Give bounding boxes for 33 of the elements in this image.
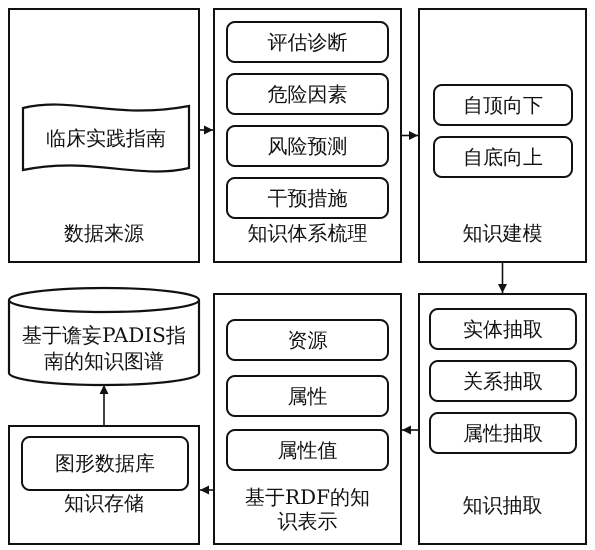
- panel: [213, 293, 402, 545]
- rounded-box: 危险因素: [226, 73, 389, 115]
- arrow: [402, 131, 418, 140]
- rounded-box: 干预措施: [226, 177, 389, 219]
- rounded-box: 属性抽取: [429, 412, 577, 454]
- rounded-box: 自底向上: [433, 136, 573, 178]
- arrow: [200, 126, 213, 134]
- rounded-box: 属性值: [226, 429, 389, 471]
- arrow: [498, 263, 507, 293]
- database-cylinder: 基于谵妄PADIS指南的知识图谱: [8, 288, 200, 385]
- panel: [8, 425, 200, 545]
- rounded-box: 关系抽取: [429, 360, 577, 402]
- panel: [213, 8, 402, 263]
- rounded-box: 风险预测: [226, 125, 389, 167]
- panel-label: 基于RDF的知识表示: [245, 485, 370, 533]
- rounded-box: 属性: [226, 375, 389, 417]
- panel-label: 知识存储: [63, 491, 145, 515]
- rounded-box: 资源: [226, 319, 389, 361]
- panel-label: 数据来源: [63, 221, 145, 245]
- document-shape: 临床实践指南: [22, 102, 190, 174]
- arrow: [402, 426, 418, 434]
- panel: [418, 293, 587, 545]
- panel-label: 知识建模: [462, 221, 544, 245]
- arrow: [100, 385, 108, 425]
- panel: [418, 8, 587, 263]
- rounded-box: 评估诊断: [226, 21, 389, 63]
- panel-label: 知识抽取: [462, 493, 544, 517]
- panel-label: 知识体系梳理: [246, 221, 368, 245]
- panel: [8, 8, 200, 263]
- rounded-box: 自顶向下: [433, 84, 573, 126]
- rounded-box: 图形数据库: [21, 436, 189, 491]
- arrow: [200, 486, 213, 494]
- rounded-box: 实体抽取: [429, 308, 577, 350]
